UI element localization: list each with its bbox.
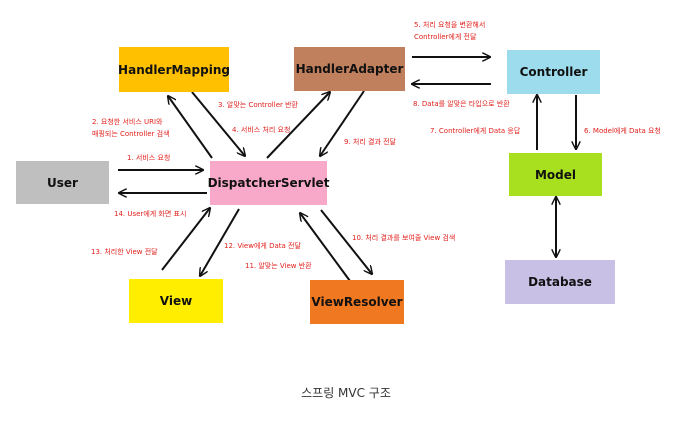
step-label-12: 12. View에게 Data 전달	[224, 242, 301, 250]
view-resolver-box: ViewResolver	[310, 280, 404, 324]
arrow-step-10	[320, 209, 372, 274]
step-label-4: 4. 서비스 처리 요청	[232, 126, 291, 134]
step-label-6: 6. Model에게 Data 요청	[584, 127, 661, 135]
arrow-step-12	[200, 208, 240, 276]
dispatcher-servlet-box: DispatcherServlet	[208, 161, 329, 205]
step-label-10: 10. 처리 결과를 보여줄 View 검색	[352, 234, 456, 242]
view-box: View	[129, 279, 223, 323]
step-label-7: 7. Controller에게 Data 응답	[430, 127, 521, 135]
database-box: Database	[505, 260, 615, 304]
step-label-14: 14. User에게 화면 표시	[114, 210, 187, 218]
mvc-flow-diagram	[118, 0, 692, 282]
arrow-step-2	[168, 96, 213, 159]
model-box: Model	[509, 153, 602, 196]
step-label-5a: 5. 처리 요청을 변환해서	[414, 21, 486, 29]
step-label-1: 1. 서비스 요청	[127, 154, 171, 162]
step-label-8: 8. Data를 알맞은 타입으로 반환	[413, 100, 510, 108]
figure-caption: 스프링 MVC 구조	[301, 386, 391, 400]
handler-adapter-box: HandlerAdapter	[294, 47, 405, 91]
arrow-step-4	[266, 92, 330, 159]
step-label-2b: 매핑되는 Controller 검색	[92, 130, 170, 138]
step-label-3: 3. 알맞는 Controller 반환	[218, 101, 298, 109]
step-label-5b: Controller에게 전달	[414, 33, 477, 41]
arrow-step-9	[320, 90, 365, 156]
arrow-step-13	[161, 208, 210, 271]
controller-box: Controller	[507, 50, 600, 94]
step-label-2a: 2. 요청한 서비스 URI와	[92, 118, 163, 126]
step-label-11: 11. 알맞는 View 반환	[245, 262, 312, 270]
arrow-step-11	[300, 213, 351, 282]
arrow-step-3	[191, 91, 245, 156]
user-box: User	[16, 161, 109, 204]
handler-mapping-box: HandlerMapping	[118, 47, 230, 92]
step-label-9: 9. 처리 결과 전달	[344, 138, 396, 146]
step-label-13: 13. 처리한 View 전달	[91, 248, 158, 256]
